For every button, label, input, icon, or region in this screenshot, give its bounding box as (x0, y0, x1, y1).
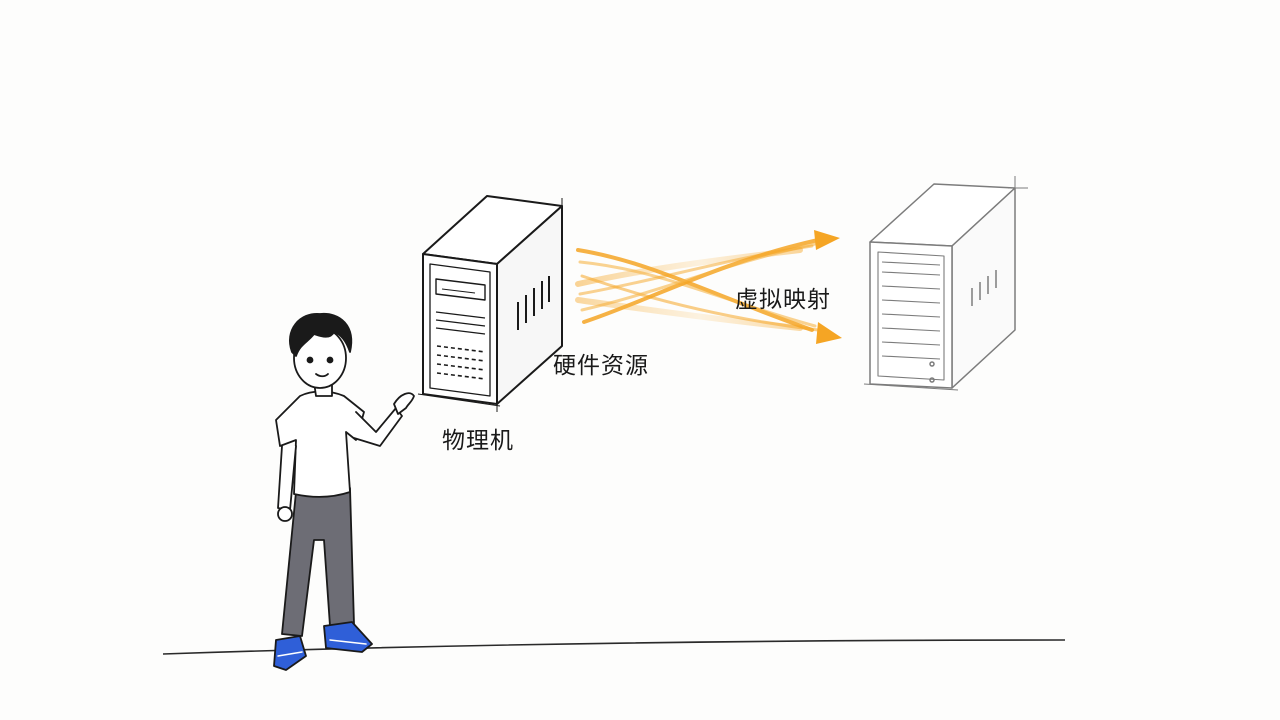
arrowhead-top (814, 230, 840, 250)
hardware-resources-label: 硬件资源 (553, 353, 649, 379)
virtual-server-icon (863, 176, 1028, 391)
arrowhead-bottom (816, 322, 842, 344)
person-figure (273, 313, 415, 671)
virtual-mapping-label: 虚拟映射 (735, 287, 831, 313)
physical-server-icon (417, 195, 563, 412)
physical-machine-label: 物理机 (442, 428, 514, 454)
ground-line (162, 639, 1066, 655)
mapping-arrows (575, 238, 820, 332)
